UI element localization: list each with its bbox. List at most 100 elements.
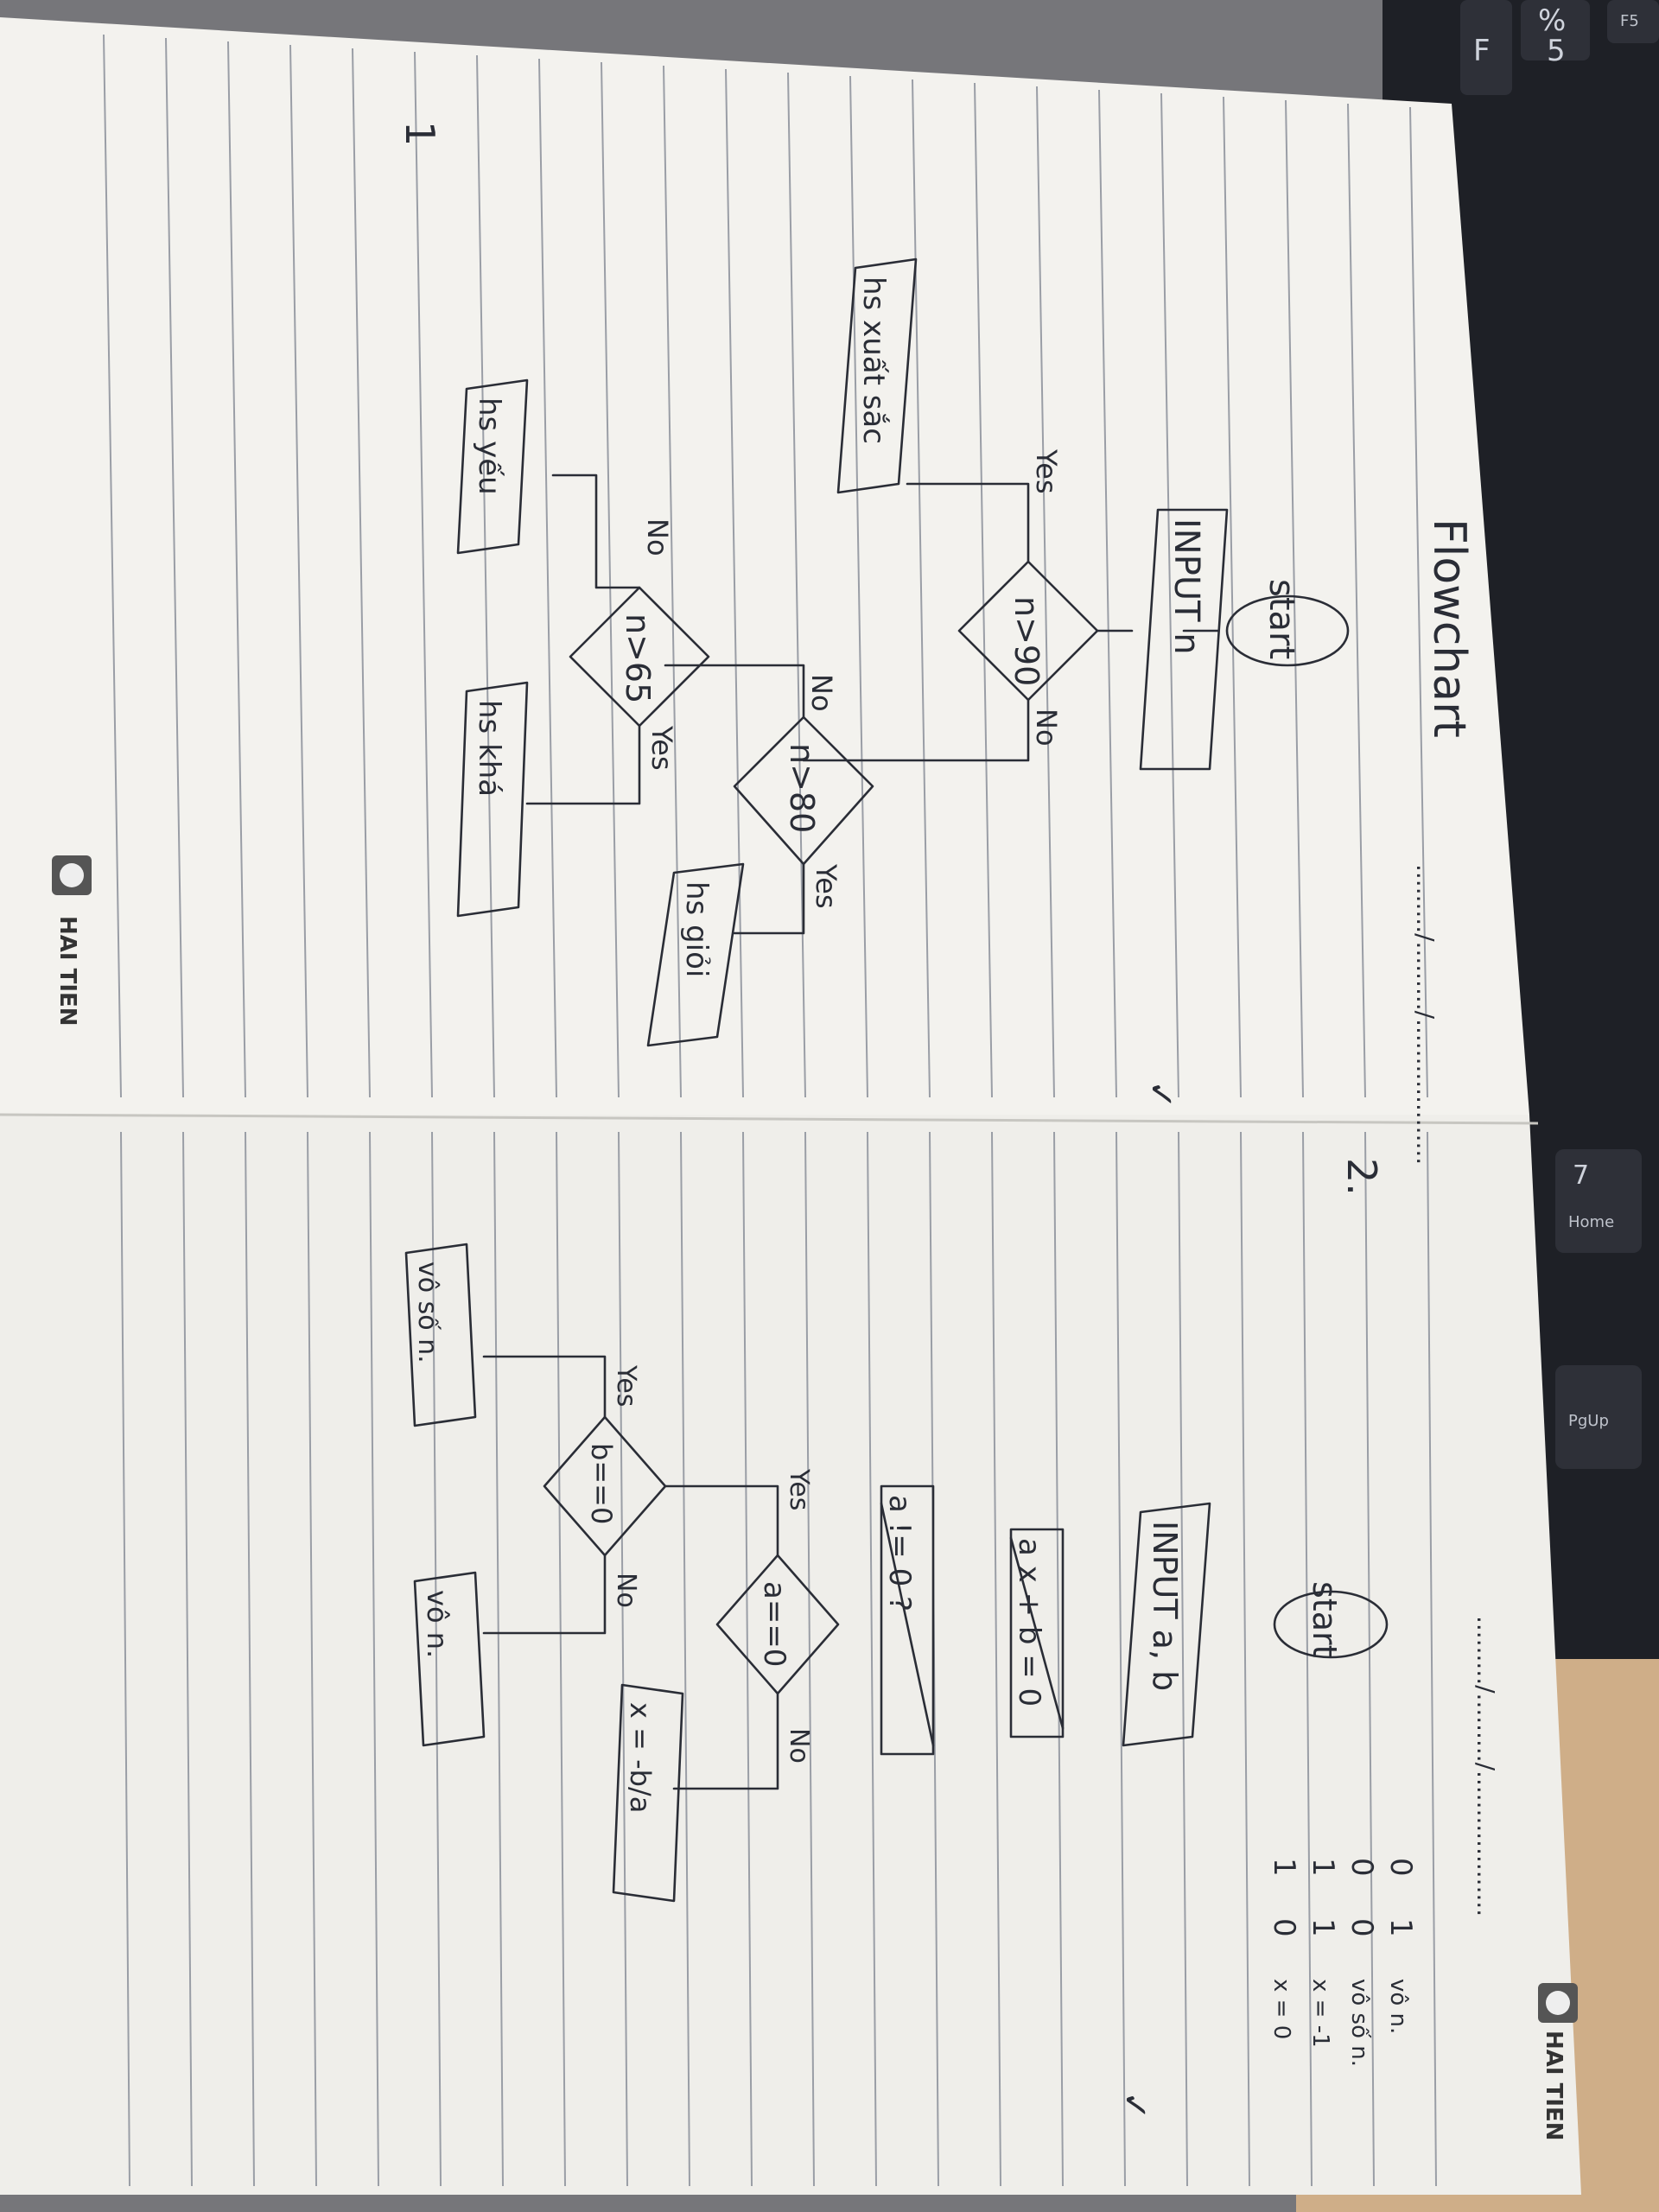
right-decision-b-label: b==0 — [585, 1443, 618, 1524]
right-start-shape — [1273, 1590, 1389, 1659]
right-struck-condition-label: a != 0 ? — [882, 1495, 917, 1611]
right-decision-a-label: a==0 — [757, 1581, 791, 1667]
ruled-line — [1364, 1131, 1375, 2187]
left-no-80-label: No — [805, 674, 838, 712]
ruled-line — [227, 41, 246, 1098]
ruled-line — [974, 82, 993, 1098]
right-output-no-solution-shape — [413, 1571, 486, 1747]
ruled-line — [804, 1131, 815, 2187]
left-output-fair-shape — [456, 681, 529, 918]
ruled-line — [912, 79, 931, 1098]
left-output-weak-shape — [456, 378, 529, 555]
left-output-fair: hs khá — [456, 681, 529, 918]
left-no-65-label: No — [641, 518, 674, 556]
left-output-excellent-label: hs xuất sắc — [856, 276, 891, 444]
key-f-label: F — [1473, 34, 1491, 68]
left-no-65-path — [551, 474, 641, 589]
left-decision-90-label: n>90 — [1007, 596, 1046, 686]
right-yes-a-path — [664, 1484, 779, 1557]
ruled-line — [680, 1131, 690, 2187]
left-output-good: hs giỏi — [646, 862, 745, 1047]
key-home — [1555, 1149, 1642, 1253]
right-output-infinite-shape — [404, 1243, 477, 1427]
left-output-excellent: hs xuất sắc — [836, 257, 918, 494]
left-no-80-path — [664, 664, 805, 719]
left-header-dots: ........./........./................... — [1411, 864, 1440, 1165]
left-start-shape — [1225, 594, 1350, 667]
truth-table-cell: 0 — [1267, 1918, 1301, 1937]
ruled-line — [289, 44, 308, 1098]
ruled-line — [849, 75, 868, 1098]
left-yes-90-label: Yes — [1030, 448, 1063, 494]
ruled-line — [725, 68, 744, 1098]
key-home-label: Home — [1568, 1213, 1614, 1231]
left-decision-90: n>90 — [957, 560, 1099, 702]
ruled-line — [1302, 1131, 1313, 2187]
ruled-line — [165, 37, 184, 1098]
truth-table-cell: vô n. — [1385, 1979, 1411, 2034]
hai-tien-right-logo-mark — [1546, 1991, 1570, 2015]
right-input-shape — [1122, 1502, 1211, 1747]
key-5-label: 5 — [1547, 34, 1566, 68]
ruled-line — [245, 1131, 255, 2187]
hai-tien-logo-mark — [60, 863, 84, 887]
truth-table-cell: 1 — [1267, 1858, 1301, 1877]
truth-table-cell: 1 — [1383, 1918, 1418, 1937]
right-yes-b-label: Yes — [611, 1364, 641, 1407]
right-output-x-shape — [612, 1683, 684, 1903]
ruled-line — [1116, 1131, 1126, 2187]
ruled-line — [787, 72, 806, 1098]
ruled-line — [414, 51, 433, 1098]
ruled-line — [1036, 86, 1055, 1098]
left-no-90-path — [802, 698, 1030, 762]
ruled-line — [601, 61, 620, 1098]
left-yes-90-path — [906, 482, 1030, 563]
left-output-fair-label: hs khá — [472, 700, 506, 797]
left-decision-80-label: n>80 — [783, 743, 821, 833]
right-output-x-label: x = -b/a — [624, 1702, 657, 1813]
left-yes-65-path — [525, 724, 641, 805]
key-f — [1460, 0, 1512, 95]
left-decision-65-label: n>65 — [619, 613, 657, 703]
ruled-line — [1160, 92, 1179, 1098]
ruled-line — [618, 1131, 628, 2187]
brand-left-text: HAI TIEN — [54, 916, 80, 1027]
right-input-node: INPUT a, b — [1122, 1502, 1211, 1747]
left-output-weak: hs yếu — [456, 378, 529, 555]
left-input-label: INPUT n — [1166, 518, 1206, 655]
right-no-a-path — [672, 1692, 779, 1790]
key-f5 — [1607, 0, 1659, 43]
notebook — [0, 17, 1581, 2195]
truth-table-cell: 1 — [1306, 1858, 1340, 1877]
truth-table-cell: vô số n. — [1346, 1979, 1372, 2067]
ruled-line — [493, 1131, 504, 2187]
left-no-90-label: No — [1030, 709, 1063, 747]
truth-table-cell: x = -1 — [1307, 1979, 1333, 2048]
truth-table-cell: 0 — [1344, 1858, 1379, 1877]
truth-table-cell: 1 — [1306, 1918, 1340, 1937]
key-pgup-label: PgUp — [1568, 1412, 1609, 1430]
ruled-line — [431, 1131, 442, 2187]
left-page-content: 1 ........./........./..................… — [397, 121, 1475, 1165]
left-decision-80: n>80 — [733, 715, 874, 866]
left-page-number: 1 — [397, 121, 443, 146]
left-start-label: start — [1262, 579, 1301, 659]
left-output-weak-label: hs yếu — [472, 397, 506, 495]
right-output-no-solution: vô n. — [413, 1571, 486, 1747]
left-input-shape — [1139, 508, 1229, 771]
ruled-line — [538, 58, 557, 1098]
ruled-line — [1347, 103, 1366, 1098]
ruled-line — [991, 1131, 1001, 2187]
right-output-infinite: vô số n. — [404, 1243, 477, 1427]
ruled-line — [182, 1131, 193, 2187]
notebook-spine — [0, 1113, 1539, 1125]
left-yes-80-path — [733, 862, 805, 935]
left-start-node: start — [1225, 579, 1350, 667]
ruled-line — [1098, 89, 1117, 1098]
right-struck-condition-shape — [880, 1484, 935, 1756]
brand-right-text: HAI TIEN — [1541, 2031, 1567, 2141]
right-start-node: start — [1273, 1581, 1389, 1659]
key-7-label: 7 — [1573, 1160, 1589, 1191]
